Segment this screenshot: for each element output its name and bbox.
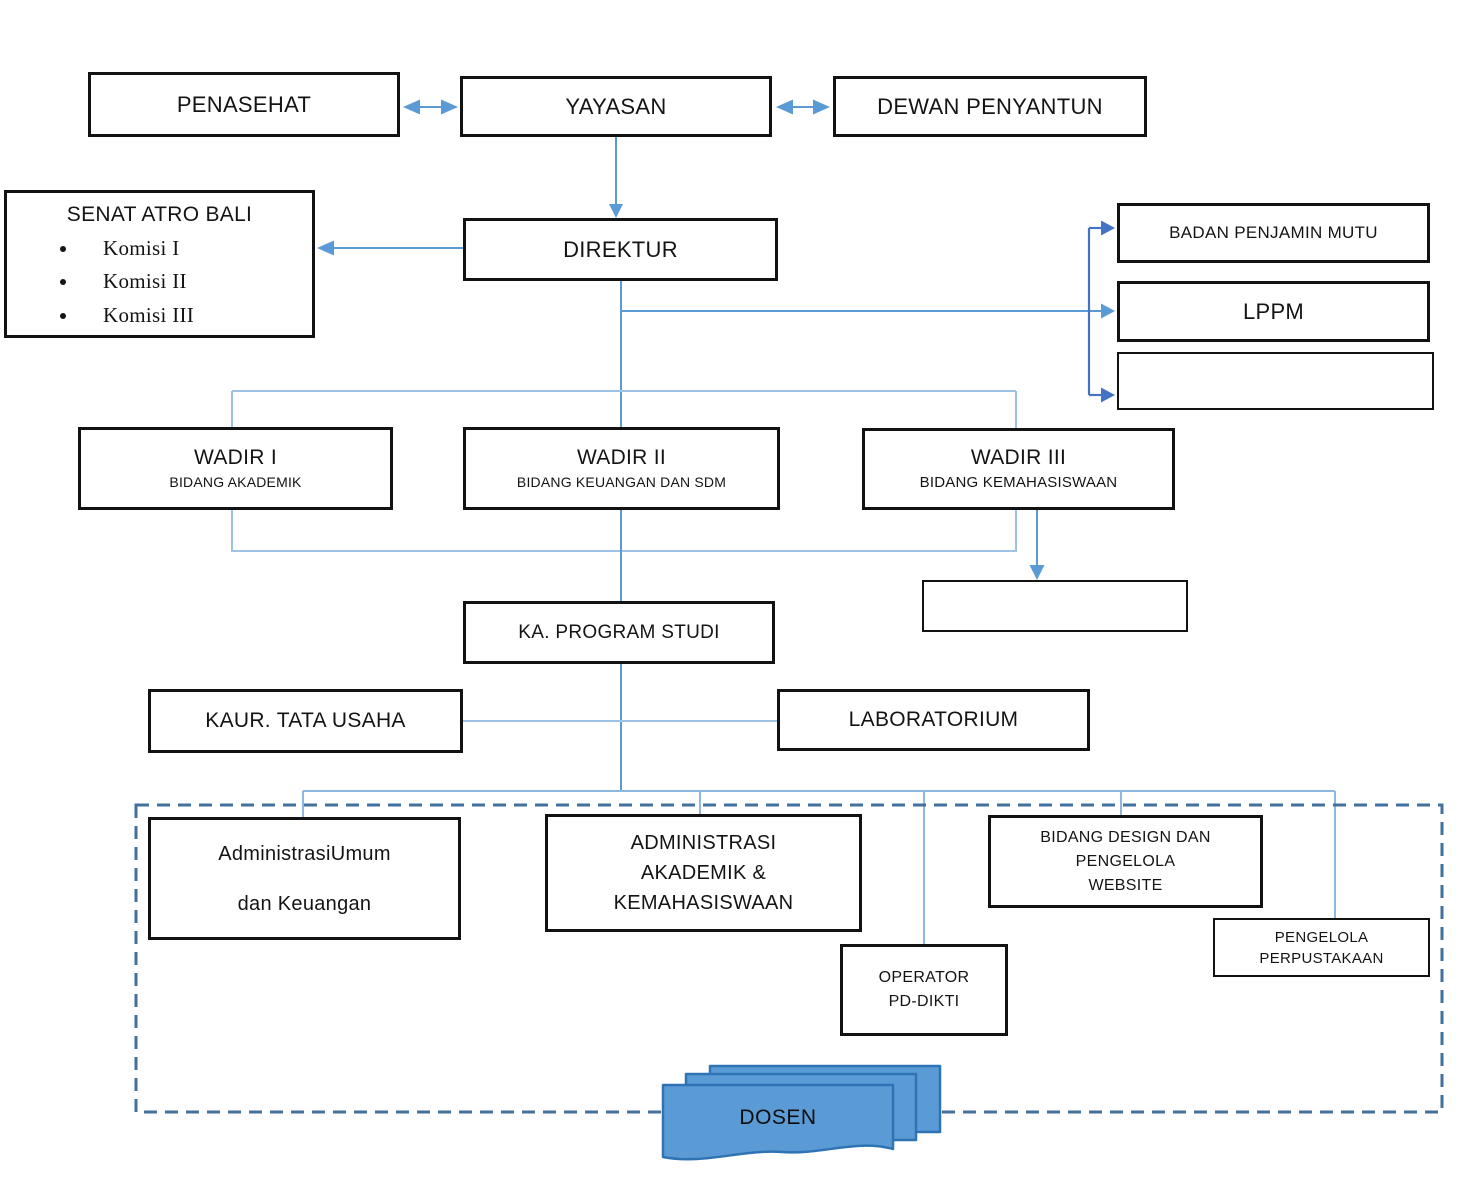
node-empty-right [1117, 352, 1434, 410]
list-item: Komisi II [79, 265, 312, 298]
node-wadir-3: WADIR III BIDANG KEMAHASISWAAN [862, 428, 1175, 510]
node-badan-penjamin-mutu: BADAN PENJAMIN MUTU [1117, 203, 1430, 263]
node-empty-under-wadir3 [922, 580, 1188, 632]
dashed-group-border [134, 803, 1444, 1114]
list-item: Komisi III [79, 299, 312, 332]
node-laboratorium: LABORATORIUM [777, 689, 1090, 751]
node-subtitle: BIDANG KEUANGAN DAN SDM [516, 474, 727, 491]
node-label: DEWAN PENYANTUN [877, 93, 1103, 119]
arrow-right-icon [1101, 387, 1115, 403]
node-label-line1: BIDANG DESIGN DAN [1040, 828, 1211, 846]
node-title: WADIR I [194, 446, 277, 470]
node-senat-atro-bali: SENAT ATRO BALI Komisi I Komisi II Komis… [4, 190, 315, 338]
node-wadir-2: WADIR II BIDANG KEUANGAN DAN SDM [463, 427, 780, 510]
node-lppm: LPPM [1117, 281, 1430, 342]
list-item: Komisi I [79, 232, 312, 265]
node-title: WADIR III [970, 446, 1067, 469]
node-yayasan: YAYASAN [460, 76, 772, 137]
document-sheet-front [661, 1083, 895, 1161]
node-label-line2: PENGELOLA [1075, 852, 1176, 870]
node-dewan-penyantun: DEWAN PENYANTUN [833, 76, 1147, 137]
node-subtitle: BIDANG AKADEMIK [169, 474, 302, 491]
arrow-down-icon [609, 204, 623, 218]
node-label-line2: AKADEMIK & [640, 862, 767, 884]
node-label: KAUR. TATA USAHA [205, 708, 406, 732]
node-label-line2: PD-DIKTI [888, 993, 960, 1010]
arrow-left-icon [403, 99, 420, 115]
node-label-line1: AdministrasiUmum [218, 842, 391, 865]
node-label: LABORATORIUM [848, 707, 1019, 731]
node-label-line3: KEMAHASISWAAN [613, 892, 794, 914]
node-penasehat: PENASEHAT [88, 72, 400, 137]
node-label: LPPM [1242, 298, 1305, 324]
node-dosen: DOSEN [660, 1064, 952, 1168]
node-label: YAYASAN [565, 93, 667, 119]
node-label-line1: PENGELOLA [1274, 928, 1369, 946]
arrow-right-icon [813, 99, 830, 115]
node-bidang-design: BIDANG DESIGN DAN PENGELOLA WEBSITE [988, 815, 1263, 908]
node-administrasi-akademik: ADMINISTRASI AKADEMIK & KEMAHASISWAAN [545, 814, 862, 932]
node-label-line1: ADMINISTRASI [630, 832, 777, 854]
dosen-label: DOSEN [739, 1106, 817, 1129]
node-label: DIREKTUR [563, 236, 678, 262]
node-direktur: DIREKTUR [463, 218, 778, 281]
node-label-line2: dan Keuangan [237, 892, 372, 915]
node-label: KA. PROGRAM STUDI [518, 621, 720, 643]
node-label-line2: PERPUSTAKAAN [1259, 949, 1384, 967]
arrow-right-icon [1101, 303, 1115, 319]
node-kaur-tata-usaha: KAUR. TATA USAHA [148, 689, 463, 753]
node-label: BADAN PENJAMIN MUTU [1169, 223, 1378, 243]
node-administrasi-umum: AdministrasiUmum dan Keuangan [148, 817, 461, 940]
node-ka-program-studi: KA. PROGRAM STUDI [463, 601, 775, 664]
node-title: WADIR II [576, 446, 667, 470]
node-subtitle: BIDANG KEMAHASISWAAN [919, 474, 1118, 492]
arrow-down-icon [1029, 565, 1045, 580]
node-wadir-1: WADIR I BIDANG AKADEMIK [78, 427, 393, 510]
arrow-left-icon [317, 240, 334, 256]
arrow-left-icon [776, 99, 793, 115]
node-label-line1: OPERATOR [878, 969, 970, 986]
arrow-right-icon [441, 99, 458, 115]
node-label-line3: WEBSITE [1088, 876, 1163, 894]
arrow-right-icon [1101, 220, 1115, 236]
node-operator-pd-dikti: OPERATOR PD-DIKTI [840, 944, 1008, 1036]
node-label: PENASEHAT [176, 91, 312, 117]
stacked-documents-icon [661, 1064, 942, 1161]
senat-title: SENAT ATRO BALI [66, 203, 253, 226]
node-pengelola-perpustakaan: PENGELOLA PERPUSTAKAAN [1213, 918, 1430, 977]
senat-komisi-list: Komisi I Komisi II Komisi III [7, 232, 312, 332]
